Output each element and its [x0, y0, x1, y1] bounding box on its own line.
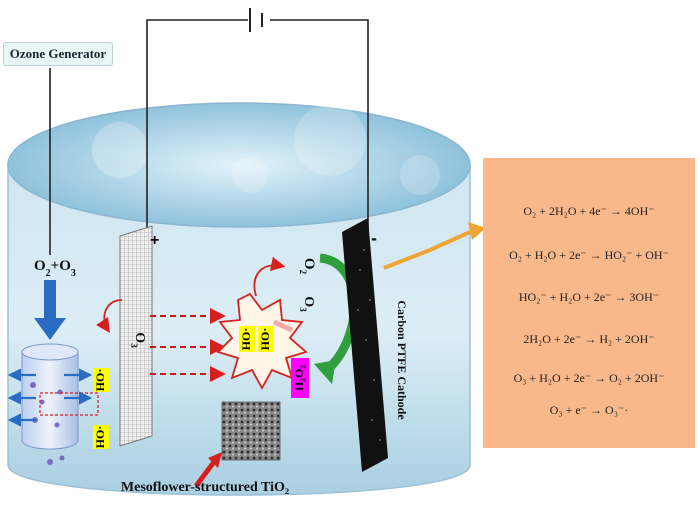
ozone-generator-label: Ozone Generator [3, 42, 113, 66]
o3-to-burst-arrow [272, 319, 294, 333]
anode-mesh [119, 225, 153, 447]
equation-5: O₃ + H₂O + 2e⁻ → O₂ + 2OH⁻ [513, 371, 665, 385]
equation-6: O₃ + e⁻ → O₃⁻· [549, 403, 629, 417]
burst-radical-2: HO· [258, 328, 272, 351]
equation-4: 2H₂O + 2e⁻ → H₂ + 2OH⁻ [523, 332, 655, 346]
catalyst-label: Mesoflower-structured TiO₂ [121, 480, 289, 495]
tio2-micrograph [221, 401, 281, 461]
svg-text:H₂O₂: H₂O₂ [292, 365, 306, 391]
battery-icon [249, 8, 263, 32]
equations-pointer-arrow [383, 230, 471, 270]
o3-label: O3 [298, 296, 316, 312]
anode-sign: + [150, 232, 159, 249]
equation-2: O₂ + H₂O + 2e⁻ → HO₂⁻ + OH⁻ [509, 248, 669, 262]
cathode-label: Carbon PTFE Cathode [395, 300, 409, 420]
diffuser-arrows [7, 368, 93, 427]
o2-label: O2 [298, 258, 317, 275]
equations-pointer-arrowhead [468, 222, 486, 240]
reaction-equations-panel: O₂ + 2H₂O + 4e⁻ → 4OH⁻ O₂ + H₂O + 2e⁻ → … [483, 158, 695, 448]
equation-3: HO₂⁻ + H₂O + 2e⁻ → 3OH⁻ [518, 290, 660, 304]
gas-inlet-label: O2+O3 [34, 258, 76, 279]
cathode-sign: - [371, 228, 377, 248]
radical-flow-arrows [150, 308, 226, 382]
burst-curved-arrow [253, 256, 286, 297]
tio2-arrowhead [208, 452, 222, 468]
tio2-arrow [194, 460, 216, 488]
svg-text:HO·: HO· [93, 426, 107, 449]
h2o2-label: H₂O₂ [291, 358, 309, 398]
gas-inlet-arrow [34, 280, 66, 340]
power-circuit [146, 19, 369, 232]
radical-label-diffuser-top: HO· [93, 368, 109, 392]
gas-diffuser [21, 343, 99, 465]
anode-o3-label: O3 [129, 332, 147, 348]
burst-radical-1: HO· [239, 328, 253, 351]
radical-label-diffuser-bottom: HO· [93, 425, 109, 449]
green-arrowhead [314, 360, 336, 384]
svg-text:HO·: HO· [93, 369, 107, 392]
anode-curved-arrow [96, 299, 123, 333]
equation-1: O₂ + 2H₂O + 4e⁻ → 4OH⁻ [523, 204, 655, 218]
radical-burst: HO· HO· [216, 292, 308, 390]
carbon-ptfe-cathode [342, 218, 388, 472]
